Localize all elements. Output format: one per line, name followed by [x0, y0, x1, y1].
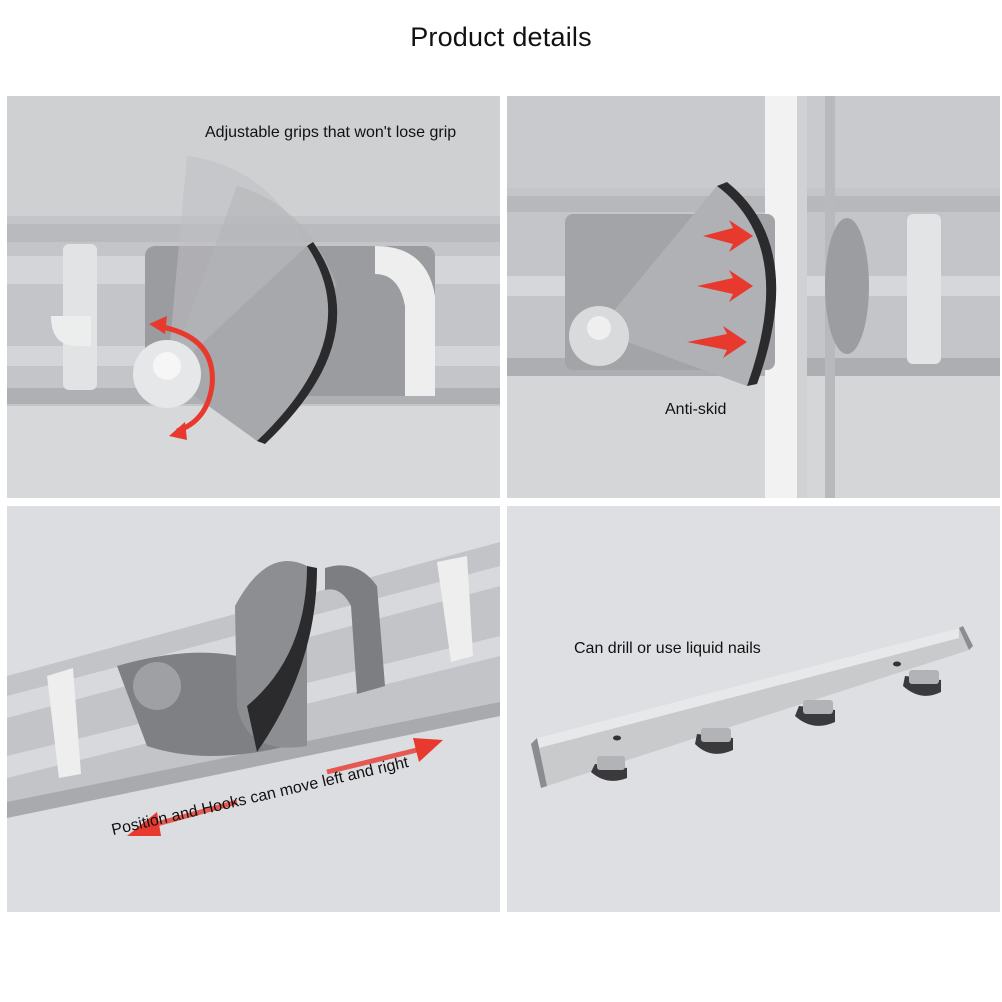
movable-hooks-illustration	[7, 506, 500, 912]
page-title: Product details	[410, 22, 592, 52]
rack-product-illustration	[507, 506, 1000, 912]
grip-rotation-illustration	[7, 96, 500, 498]
panel-adjustable-grip: Adjustable grips that won't lose grip	[7, 96, 500, 498]
caption-anti-skid: Anti-skid	[665, 401, 727, 418]
anti-skid-illustration	[507, 96, 1000, 498]
panel-movable-hooks: Position and Hooks can move left and rig…	[7, 506, 500, 912]
caption-installation: Can drill or use liquid nails	[574, 640, 761, 657]
caption-adjustable-grips: Adjustable grips that won't lose grip	[205, 124, 457, 141]
panel-installation: Can drill or use liquid nails	[507, 506, 1000, 912]
panel-anti-skid: Anti-skid	[507, 96, 1000, 498]
